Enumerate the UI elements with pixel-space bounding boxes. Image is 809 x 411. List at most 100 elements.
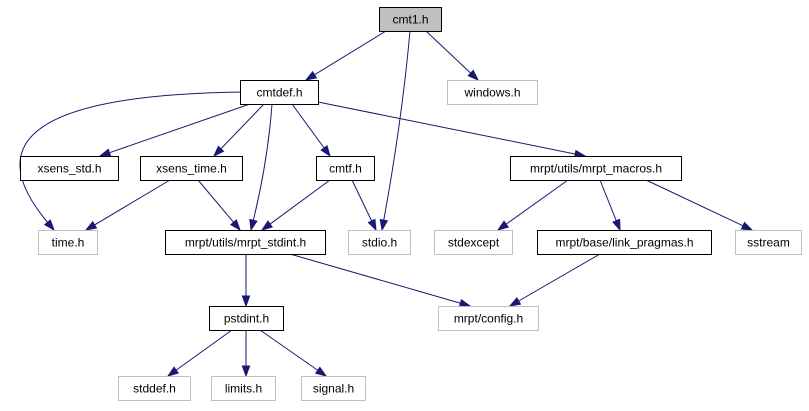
edge-xsens_time-to-mrpt_stdint: [197, 179, 241, 232]
node-box: [240, 80, 319, 105]
arrowhead: [84, 220, 98, 231]
edge-mrpt_macros-to-link_pragmas: [599, 179, 621, 232]
edge-line: [289, 253, 462, 304]
arrowhead: [98, 148, 112, 157]
node-cmt1[interactable]: cmt1.h: [379, 7, 442, 32]
arrowhead: [508, 297, 522, 307]
edge-cmtf-to-stdio: [351, 179, 377, 232]
edge-cmtdef-to-mrpt_macros: [317, 101, 587, 159]
arrowhead: [740, 221, 754, 231]
edge-cmt1-to-cmtdef: [304, 30, 387, 81]
node-label: windows.h: [463, 86, 520, 100]
edge-line: [197, 179, 235, 224]
node-box: [209, 306, 284, 331]
node-box: [447, 80, 538, 105]
edge-mrpt_stdint-to-pstdint: [241, 254, 251, 308]
node-label: xsens_time.h: [156, 162, 227, 176]
arrowhead: [320, 144, 331, 158]
node-label: mrpt/utils/mrpt_stdint.h: [185, 236, 306, 250]
node-label: time.h: [52, 236, 85, 250]
edge-mrpt_stdint-to-config: [289, 253, 472, 308]
edges-layer: [19, 30, 754, 378]
edge-line: [93, 179, 171, 226]
node-time: time.h: [38, 230, 98, 255]
node-link_pragmas[interactable]: mrpt/base/link_pragmas.h: [537, 230, 712, 255]
node-box: [438, 306, 539, 331]
arrowhead: [166, 366, 180, 377]
node-label: mrpt/config.h: [454, 312, 523, 326]
node-box: [20, 156, 119, 181]
edge-line: [383, 30, 411, 222]
node-stddef: stddef.h: [118, 376, 191, 401]
edge-cmtdef-to-xsens_time: [212, 103, 265, 158]
node-box: [140, 156, 243, 181]
edge-xsens_time-to-time: [84, 179, 171, 231]
node-label: cmt1.h: [392, 13, 428, 27]
edge-cmtdef-to-mrpt_stdint: [249, 103, 273, 232]
edge-line: [313, 30, 387, 76]
arrowhead: [458, 298, 472, 308]
edge-pstdint-to-stddef: [166, 329, 233, 377]
edge-line: [517, 253, 601, 302]
node-mrpt_macros[interactable]: mrpt/utils/mrpt_macros.h: [510, 156, 682, 181]
edge-cmt1-to-windows: [425, 30, 480, 82]
node-label: cmtf.h: [329, 162, 362, 176]
node-stdio: stdio.h: [348, 230, 411, 255]
edge-link_pragmas-to-config: [508, 253, 601, 307]
node-xsens_time[interactable]: xsens_time.h: [140, 156, 243, 181]
node-label: stdexcept: [448, 236, 500, 250]
edge-mrpt_macros-to-stdexcept: [496, 179, 569, 231]
edge-line: [505, 179, 569, 226]
edge-pstdint-to-limits: [241, 330, 251, 378]
edge-line: [645, 179, 745, 227]
node-box: [434, 230, 513, 255]
edge-line: [599, 179, 618, 222]
node-label: stddef.h: [133, 382, 176, 396]
nodes-layer: cmt1.h cmtdef.h windows.h xsens_std.h xsens_…: [20, 7, 802, 401]
node-signal: signal.h: [301, 376, 366, 401]
node-box: [379, 7, 442, 32]
node-box: [38, 230, 98, 255]
edge-cmtdef-to-xsens_std: [98, 103, 251, 157]
node-box: [165, 230, 326, 255]
arrowhead: [212, 145, 225, 158]
arrowhead: [612, 218, 621, 232]
node-cmtf[interactable]: cmtf.h: [316, 156, 375, 181]
arrowhead: [304, 70, 318, 81]
arrowhead: [467, 69, 480, 82]
arrowhead: [260, 220, 274, 231]
node-box: [316, 156, 375, 181]
node-mrpt_stdint[interactable]: mrpt/utils/mrpt_stdint.h: [165, 230, 326, 255]
node-box: [118, 376, 191, 401]
arrowhead: [241, 365, 251, 378]
edge-line: [351, 179, 373, 223]
edge-cmt1-to-stdio: [379, 30, 411, 232]
node-label: mrpt/base/link_pragmas.h: [555, 236, 693, 250]
node-label: mrpt/utils/mrpt_macros.h: [530, 162, 662, 176]
edge-pstdint-to-signal: [259, 329, 328, 377]
arrowhead: [314, 366, 328, 377]
edge-cmtf-to-mrpt_stdint: [260, 179, 331, 231]
arrowhead: [241, 295, 251, 308]
arrowhead: [496, 220, 510, 231]
edge-line: [291, 103, 326, 150]
node-box: [348, 230, 411, 255]
node-limits: limits.h: [211, 376, 276, 401]
node-label: signal.h: [313, 382, 354, 396]
node-label: pstdint.h: [224, 312, 269, 326]
node-cmtdef[interactable]: cmtdef.h: [240, 80, 319, 105]
arrowhead: [249, 218, 258, 232]
arrowhead: [367, 218, 377, 232]
node-windows: windows.h: [447, 80, 538, 105]
arrowhead: [43, 219, 55, 232]
edge-line: [175, 329, 233, 372]
node-label: limits.h: [225, 382, 262, 396]
node-box: [510, 156, 682, 181]
node-pstdint[interactable]: pstdint.h: [209, 306, 284, 331]
edge-line: [268, 179, 331, 226]
node-xsens_std[interactable]: xsens_std.h: [20, 156, 119, 181]
arrowhead: [379, 218, 389, 232]
edge-line: [19, 91, 247, 224]
node-stdexcept: stdexcept: [434, 230, 513, 255]
node-label: xsens_std.h: [37, 162, 101, 176]
